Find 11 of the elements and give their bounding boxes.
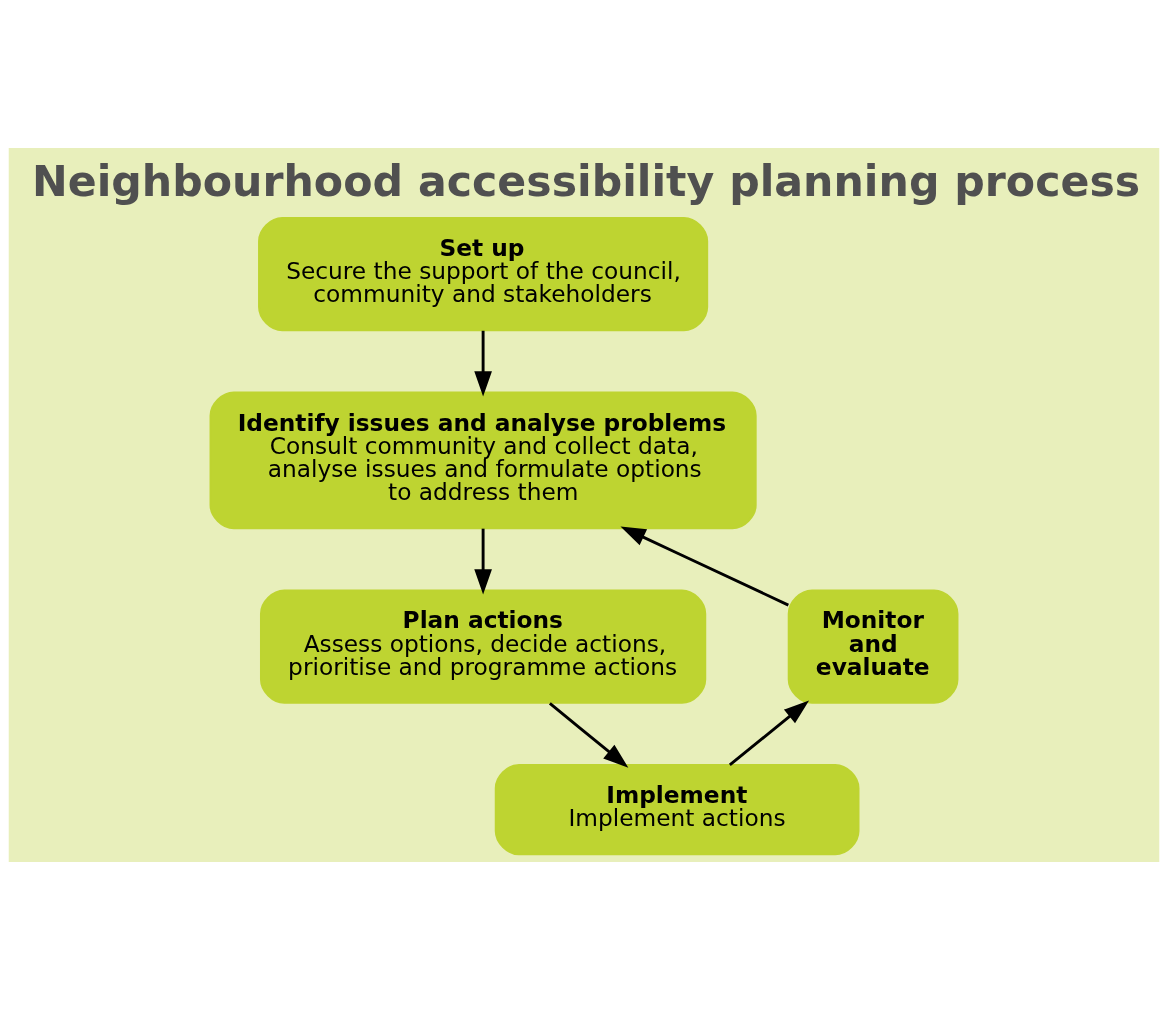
arrow bbox=[474, 528, 492, 594]
arrow bbox=[728, 700, 810, 766]
arrow bbox=[620, 526, 789, 606]
node-box: Identify issues and analyse problems Consult community and collect data, analyse issues and formulate options to address them bbox=[209, 391, 757, 529]
arrow bbox=[548, 701, 629, 768]
node-box: Plan actions Assess options, decide actions, prioritise and programme actions bbox=[259, 588, 707, 704]
node-box: Implement Implement actions bbox=[494, 763, 860, 855]
node-box: Set up Secure the support of the council, community and stakeholders bbox=[258, 216, 709, 331]
node-box: Monitor and evaluate bbox=[787, 588, 959, 704]
arrow bbox=[474, 330, 492, 397]
diagram-title: Neighbourhood accessibility planning process bbox=[32, 155, 1141, 206]
